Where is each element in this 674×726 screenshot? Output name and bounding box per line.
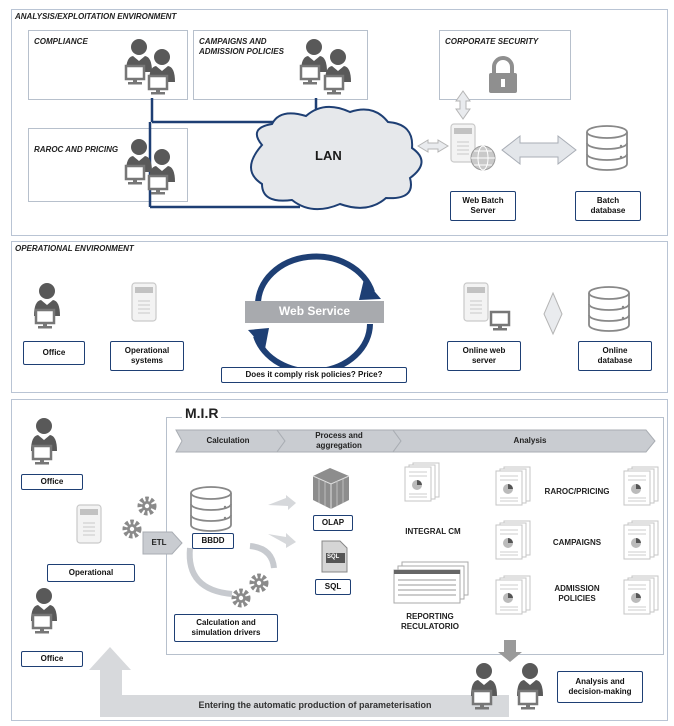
corporate-security-label: CORPORATE SECURITY <box>445 37 539 46</box>
calc-drivers-label: Calculation and simulation drivers <box>174 614 278 642</box>
web-batch-server-label: Web Batch Server <box>450 191 516 221</box>
calc-drivers-line2: simulation drivers <box>191 628 261 637</box>
analysis-header: Analysis <box>513 436 547 445</box>
compliance-label: COMPLIANCE <box>34 37 88 46</box>
reporting-label: REPORTING RECULATORIO <box>388 612 472 632</box>
diamond-arrow-online <box>543 291 563 336</box>
campaigns-label-line1: CAMPAIGNS AND <box>199 37 267 46</box>
campaigns-people <box>299 39 351 96</box>
admission-line2: POLICIES <box>558 594 596 603</box>
web-batch-line1: Web Batch <box>462 196 504 205</box>
analysis-environment-title: ANALYSIS/EXPLOITATION ENVIRONMENT <box>15 12 177 21</box>
sql-label: SQL <box>315 579 351 595</box>
online-web-server-label: Online web server <box>447 341 521 371</box>
office-label-operational: Office <box>23 341 85 365</box>
chevron-analysis <box>392 429 656 453</box>
lock-icon <box>489 56 517 93</box>
reporting-line2: RECULATORIO <box>401 622 459 631</box>
lan-cloud <box>250 105 423 211</box>
admission-policies-label: ADMISSION POLICIES <box>530 584 624 604</box>
admission-line1: ADMISSION <box>554 584 600 593</box>
raroc-label: RAROC AND PRICING <box>34 145 119 154</box>
office-label-mir-top: Office <box>21 474 83 490</box>
feedback-arrow <box>89 647 509 717</box>
batch-db-line2: database <box>590 206 626 215</box>
lan-label: LAN <box>315 148 342 163</box>
process-header: Process and aggregation <box>284 431 394 451</box>
office-label-mir-bottom: Office <box>21 651 83 667</box>
compliance-people <box>124 39 175 96</box>
olap-cube-icon <box>312 468 350 509</box>
globe-icon <box>470 145 496 171</box>
etl-label: ETL <box>151 538 167 547</box>
bbdd-label: BBDD <box>192 533 234 549</box>
risk-question-label: Does it comply risk policies? Price? <box>221 367 407 383</box>
analysis-decision-line2: decision-making <box>568 687 632 696</box>
down-arrow-to-decision <box>498 640 522 662</box>
entering-label: Entering the automatic production of par… <box>198 700 432 710</box>
online-db-line2: database <box>597 356 633 365</box>
batch-database-label: Batch database <box>575 191 641 221</box>
sql-file-icon <box>321 540 348 573</box>
etl-arrow <box>142 531 183 555</box>
online-db-line1: Online <box>602 346 628 355</box>
batch-db-line1: Batch <box>596 196 620 205</box>
horizontal-arrow-lan-server <box>417 139 449 153</box>
online-web-line1: Online web <box>462 346 506 355</box>
campaigns-label-line2: ADMISSION POLICIES <box>199 47 284 56</box>
process-line2: aggregation <box>316 441 362 450</box>
web-batch-line2: Server <box>470 206 496 215</box>
operational-label-mir: Operational <box>47 564 135 582</box>
web-service-label: Web Service <box>278 304 351 318</box>
calculation-loop <box>186 547 233 597</box>
calculation-header: Calculation <box>206 436 250 445</box>
analysis-decision-label: Analysis and decision-making <box>557 671 643 703</box>
reporting-line1: REPORTING <box>406 612 454 621</box>
op-systems-line2: systems <box>130 356 164 365</box>
arrow-batch <box>501 134 577 166</box>
operational-systems-label: Operational systems <box>110 341 184 371</box>
online-database-label: Online database <box>578 341 652 371</box>
arrow-to-olap <box>268 495 296 510</box>
reporting-screens <box>393 561 469 604</box>
integral-cm-label: INTEGRAL CM <box>405 527 461 536</box>
vertical-arrow-security <box>455 90 471 120</box>
web-service-band <box>245 301 384 323</box>
operational-environment-title: OPERATIONAL ENVIRONMENT <box>15 244 134 253</box>
process-line1: Process and <box>315 431 363 440</box>
campaigns-label: CAMPAIGNS <box>552 538 602 547</box>
sql-icon-text: SQL <box>327 554 340 560</box>
mir-title: M.I.R <box>182 405 222 421</box>
calc-drivers-line1: Calculation and <box>196 618 256 627</box>
op-systems-line1: Operational <box>124 346 170 355</box>
online-web-line2: server <box>471 356 497 365</box>
analysis-decision-line1: Analysis and <box>575 677 625 686</box>
raroc-pricing-label: RAROC/PRICING <box>544 487 610 496</box>
olap-label: OLAP <box>313 515 353 531</box>
arrow-to-sql <box>268 533 296 548</box>
